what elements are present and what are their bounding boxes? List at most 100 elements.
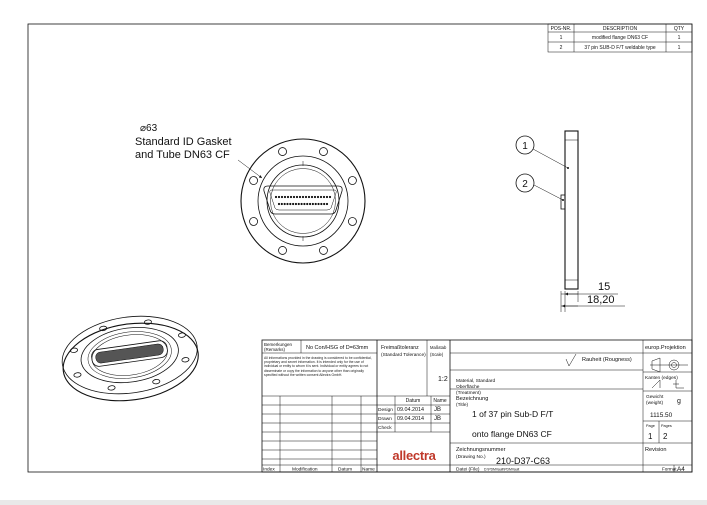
connector-pin xyxy=(322,195,326,199)
connector-pin xyxy=(300,202,303,206)
name-header: Name xyxy=(433,398,447,404)
connector-pin xyxy=(289,195,293,199)
connector-pin xyxy=(289,202,292,206)
bolt-hole xyxy=(278,246,287,255)
weight-value: 1115.50 xyxy=(650,412,673,419)
connector-pin xyxy=(280,195,284,199)
rev-datum-header: Datum xyxy=(338,467,352,473)
connector-pin xyxy=(292,195,296,199)
connector-pin xyxy=(292,202,295,206)
isometric-view xyxy=(61,315,199,402)
front-view xyxy=(240,138,366,264)
balloon-1: 1 xyxy=(522,141,528,152)
connector-pin xyxy=(319,195,323,199)
connector-pin xyxy=(325,202,329,206)
bom-header-qty: QTY xyxy=(674,26,685,32)
connector-pin xyxy=(303,202,306,206)
remarks-label-1: Bemerkungen xyxy=(264,342,293,347)
bolt-hole xyxy=(319,246,328,255)
title-line1: 1 of 37 pin Sub-D F/T xyxy=(472,409,553,419)
connector-pin xyxy=(286,195,290,199)
connector-pin xyxy=(317,202,320,206)
design-name: JB xyxy=(434,407,441,413)
connector-pin xyxy=(306,202,309,206)
bom-row2-qty: 1 xyxy=(678,45,681,51)
weight-label: Gewicht xyxy=(646,394,664,400)
connector-pin xyxy=(274,195,278,199)
design-date: 09.04.2014 xyxy=(397,407,424,413)
bolt-holes xyxy=(249,147,357,255)
bolt-hole xyxy=(319,147,328,156)
title-line2: onto flange DN63 CF xyxy=(472,429,552,439)
connector-pin xyxy=(304,195,308,199)
connector-pin xyxy=(313,195,317,199)
callout-line2: and Tube DN63 CF xyxy=(135,149,230,161)
dsub-connector xyxy=(263,185,343,215)
bom-row1-qty: 1 xyxy=(678,35,681,41)
bom-row2-desc: 37 pin SUB-D F/T weldable type xyxy=(584,45,656,51)
connector-pin xyxy=(295,195,299,199)
drawing-number: 210-D37-C63 xyxy=(496,456,550,466)
bolt-hole xyxy=(249,217,258,226)
bom-row1-desc: modified flange DN63 CF xyxy=(592,35,648,41)
connector-pin xyxy=(323,202,326,206)
bolt-hole xyxy=(348,176,357,185)
surface-label: Oberfläche xyxy=(456,384,480,390)
material-label: Material, Standard xyxy=(456,378,496,384)
connector-pin xyxy=(311,202,314,206)
rev-index-header: Index xyxy=(263,467,275,473)
connector-pin xyxy=(325,195,329,199)
page-label: Page xyxy=(646,424,655,428)
callout-diameter: ⌀63 xyxy=(140,123,158,134)
iso-bolt-hole xyxy=(70,347,78,353)
check-label: Check xyxy=(378,425,392,431)
weight-sub: (weight) xyxy=(646,400,663,406)
edges-symbol xyxy=(651,379,684,389)
iso-bolt-hole xyxy=(73,372,82,378)
connector-pin xyxy=(316,195,320,199)
connector-pin xyxy=(308,202,312,206)
connector-pin xyxy=(283,195,287,199)
datum-header: Datum xyxy=(406,398,421,404)
edges-label: Kanten (edges) xyxy=(645,375,678,381)
roughness-symbol xyxy=(565,353,577,367)
roughness-label: Rauheit (Rougness) xyxy=(582,357,632,363)
iso-bolt-hole xyxy=(177,332,186,338)
connector-pin xyxy=(320,202,323,206)
bezeichnung-label: Bezeichnung xyxy=(456,396,488,402)
drawn-date: 09.04.2014 xyxy=(397,416,424,422)
bom-row1-pos: 1 xyxy=(560,35,563,41)
remarks-value: No Con/HSG of D=63mm xyxy=(306,345,369,351)
bolt-hole xyxy=(249,176,258,185)
projection-label: europ.Projektion xyxy=(645,345,686,351)
format-value: A4 xyxy=(677,466,685,473)
bom-table: POS-NR. DESCRIPTION QTY 1 modified flang… xyxy=(547,23,693,53)
connector-pin xyxy=(298,195,302,199)
connector-pin xyxy=(280,202,283,206)
page-value: 1 xyxy=(648,432,653,441)
connector-pin xyxy=(314,202,317,206)
connector-pin xyxy=(277,202,281,206)
rev-mod-header: Modification xyxy=(292,467,318,473)
scale-value: 1:2 xyxy=(438,376,448,383)
scale-sub: (Scale) xyxy=(430,352,444,357)
bolt-hole xyxy=(348,217,357,226)
pages-label: Pages xyxy=(661,424,672,428)
iso-bolt-hole xyxy=(99,325,108,332)
connector-pin xyxy=(286,202,289,206)
remarks-label-2: (Remarks) xyxy=(264,347,286,352)
iso-bolt-hole xyxy=(143,319,152,325)
connector-pin xyxy=(297,202,300,206)
connector-pin xyxy=(328,195,332,199)
treatment-label: (Treatment) xyxy=(456,390,481,396)
design-label: Design xyxy=(378,407,393,413)
confidential-notice: All informations provided in the drawing… xyxy=(264,356,372,377)
connector-pin xyxy=(301,195,305,199)
bom-row2-pos: 2 xyxy=(560,45,563,51)
iso-bolt-hole xyxy=(107,385,116,391)
connector-pin xyxy=(283,202,286,206)
side-view: 1 2 15 18,20 xyxy=(515,130,625,312)
connector-pin xyxy=(307,195,311,199)
bom-header-pos: POS-NR. xyxy=(551,26,572,32)
drawing-no-sub: (Drawing No.) xyxy=(456,454,486,460)
